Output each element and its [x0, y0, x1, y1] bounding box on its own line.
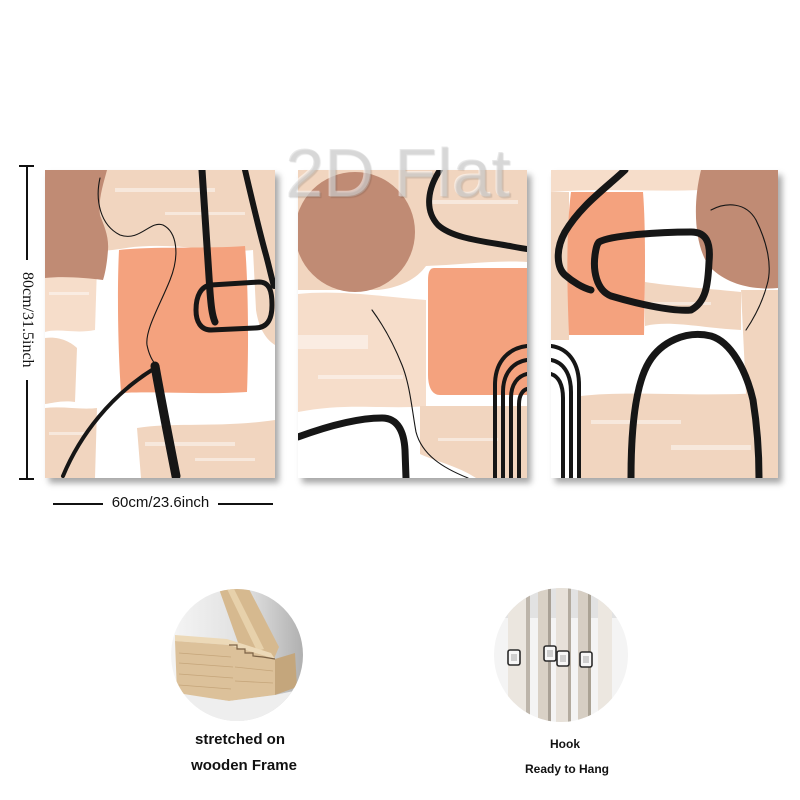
width-dimension-line-right [218, 503, 273, 505]
panel-left-thin-line [97, 177, 177, 367]
panel-right-arch-line [551, 372, 565, 478]
frame-wood-grain-line [178, 662, 234, 668]
frame-rail-side-face [275, 653, 297, 695]
panel-center-beige-bottom [420, 406, 527, 478]
height-dimension-tick-bottom [19, 478, 34, 480]
brush-streak [438, 438, 498, 441]
width-dimension-label: 60cm/23.6inch [111, 494, 210, 511]
panel-right-beige-bottom [581, 392, 778, 478]
frame-bottom-rail [175, 641, 275, 701]
hook-slot [583, 656, 589, 663]
height-dimension-tick-top [19, 165, 34, 167]
brush-streak [49, 432, 85, 435]
panel-center-brown-circle [298, 172, 415, 292]
panel-left-beige-bottom-left [45, 407, 97, 478]
brush-streak [115, 188, 215, 192]
brush-streak [49, 292, 89, 295]
panel-center-thick-curve-bottom [298, 414, 410, 478]
panel-left-beige-patch [45, 261, 97, 332]
panel-right-artwork [551, 170, 778, 478]
brush-streak [318, 375, 403, 379]
frame-wood-grain [178, 652, 274, 690]
height-dimension-line-top [26, 166, 28, 260]
art-panel-center [298, 170, 527, 478]
hook-photo [494, 588, 628, 722]
hook-illustration [494, 588, 628, 722]
panel-right-brown-shape [695, 170, 778, 289]
panel-center-arch-line [509, 372, 527, 478]
hook-caption-title: Hook [550, 737, 580, 751]
panel-right-thin-line [710, 204, 770, 331]
brush-streak [428, 200, 518, 204]
hook-icon [507, 649, 521, 666]
art-panel-right [551, 170, 778, 478]
frame-wood-grain-line [178, 652, 232, 658]
hook-icon [543, 645, 557, 662]
panel-right-thick-curve-bottom [627, 331, 763, 478]
panel-center-thin-line [371, 309, 469, 478]
panel-right-arch-line [551, 344, 581, 478]
panel-right-thick-line-top [554, 170, 629, 294]
panel-center-artwork [298, 170, 527, 478]
panel-right-arch-line [551, 358, 573, 478]
panel-center-thick-curve-top [426, 170, 527, 252]
brush-streak [651, 302, 711, 305]
frame-wood-grain-line [178, 673, 234, 679]
panel-left-peach-square [117, 246, 249, 394]
panel-center-brush-texture [298, 200, 518, 441]
panel-left-thick-line-diagonal [61, 366, 157, 478]
frame-wood-grain-line [234, 666, 274, 672]
panel-left-beige-bottom-right [137, 420, 275, 478]
frame-side-rail-highlight [227, 589, 264, 651]
frame-caption-line-1: stretched on [194, 731, 285, 748]
frame-wood-grain-line [178, 684, 232, 690]
frame-stepped-profile [229, 644, 276, 660]
brush-streak [145, 442, 235, 446]
canvas-edge-strip [538, 588, 548, 722]
panel-left-artwork [45, 170, 275, 478]
canvas-edge-strip [598, 588, 612, 722]
hook-icon [556, 650, 570, 667]
panel-right-arch-lines [551, 344, 581, 478]
canvas-edge-gap [526, 588, 530, 722]
brush-streak [298, 335, 368, 349]
panel-right-thick-loop [590, 228, 713, 314]
frame-caption-line-2: wooden Frame [191, 757, 297, 774]
panel-right-beige-right [741, 290, 778, 394]
frame-wood-grain-line [234, 680, 274, 684]
width-dimension-line-left [53, 503, 103, 505]
hanging-hooks [507, 645, 593, 668]
panel-center-arch-lines [493, 344, 527, 478]
height-dimension-label: 80cm/31.5inch [19, 272, 36, 368]
panel-left-beige-top [45, 170, 275, 345]
frame-rail-top-edge [175, 635, 275, 659]
panel-left-beige-left [45, 337, 77, 404]
brush-streak [195, 458, 255, 461]
panel-left-brown-shape [45, 170, 109, 280]
hook-slot [560, 655, 566, 662]
panel-left-thick-line-right [242, 170, 275, 289]
hook-slot [511, 654, 517, 661]
panel-center-peach-square [428, 268, 527, 395]
panel-center-arch-line [501, 358, 527, 478]
panel-center-beige-middle [298, 292, 426, 412]
panel-left-thick-loop [193, 279, 275, 333]
height-dimension-line-bottom [26, 380, 28, 479]
panel-right-beige-top [551, 170, 701, 192]
hook-slot [547, 650, 553, 657]
hook-caption-subtitle: Ready to Hang [524, 762, 609, 776]
wooden-frame-photo [171, 589, 303, 721]
brush-streak [671, 445, 751, 450]
hook-icon [579, 651, 593, 668]
art-panel-left [45, 170, 275, 478]
wooden-frame-illustration [171, 589, 303, 721]
panel-left-thick-line-lower [150, 361, 181, 478]
panel-center-arch-line [493, 344, 527, 478]
panel-center-arch-line [517, 387, 527, 478]
